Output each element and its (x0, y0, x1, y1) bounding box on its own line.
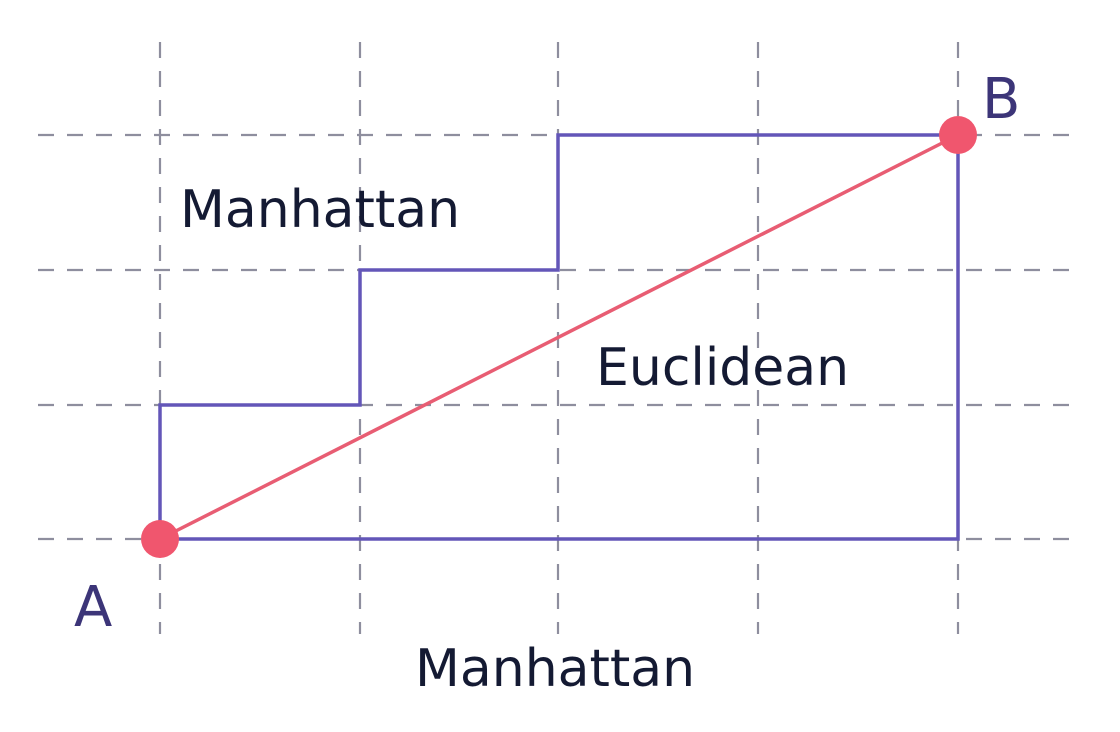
manhattan-staircase-path (158, 133, 958, 539)
point-b-label: B (982, 67, 1020, 132)
point-b (939, 116, 977, 154)
manhattan-upper-label: Manhattan (180, 180, 460, 240)
manhattan-lower-label: Manhattan (415, 639, 695, 699)
manhattan-lower-path (160, 135, 960, 541)
euclidean-label: Euclidean (596, 338, 849, 398)
point-a-label: A (74, 575, 112, 640)
euclidean-line (159, 133, 959, 541)
point-a (141, 520, 179, 558)
